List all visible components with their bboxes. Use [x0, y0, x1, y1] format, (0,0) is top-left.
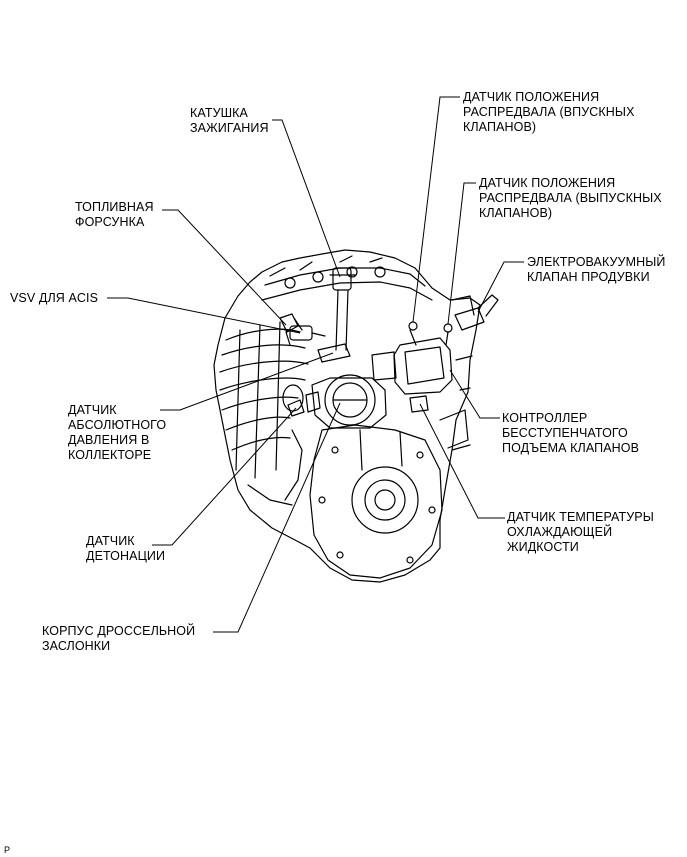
leader-fuel-injector: [162, 209, 287, 326]
leader-throttle-body: [213, 402, 341, 633]
label-cam-sensor-exhaust: ДАТЧИК ПОЛОЖЕНИЯ РАСПРЕДВАЛА (ВЫПУСКНЫХ …: [479, 176, 662, 220]
leader-lines: [107, 96, 524, 633]
label-coolant-temp-sensor: ДАТЧИК ТЕМПЕРАТУРЫ ОХЛАЖДАЮЩЕЙ ЖИДКОСТИ: [507, 510, 654, 554]
leader-knock-sensor: [152, 407, 297, 546]
leader-cam-sensor-intake: [412, 96, 460, 323]
leader-ignition-coil: [272, 119, 341, 278]
label-purge-vsv: ЭЛЕКТРОВАКУУМНЫЙ КЛАПАН ПРОДУВКИ: [527, 255, 666, 284]
label-valvematic-controller: КОНТРОЛЛЕР БЕССТУПЕНЧАТОГО ПОДЪЕМА КЛАПА…: [502, 411, 640, 455]
label-cam-sensor-intake: ДАТЧИК ПОЛОЖЕНИЯ РАСПРЕДВАЛА (ВПУСКНЫХ К…: [463, 90, 635, 134]
label-knock-sensor: ДАТЧИК ДЕТОНАЦИИ: [86, 534, 166, 563]
leader-map-sensor: [160, 352, 334, 411]
label-fuel-injector: ТОПЛИВНАЯ ФОРСУНКА: [75, 200, 154, 229]
leader-valvematic-controller: [449, 369, 500, 419]
label-vsv-acis: VSV ДЛЯ ACIS: [10, 291, 99, 305]
leader-cam-sensor-exhaust: [447, 182, 476, 325]
leader-purge-vsv: [477, 261, 524, 313]
corner-mark: P: [4, 845, 11, 855]
leader-coolant-temp-sensor: [419, 403, 505, 519]
label-map-sensor: ДАТЧИК АБСОЛЮТНОГО ДАВЛЕНИЯ В КОЛЛЕКТОРЕ: [68, 403, 167, 462]
label-throttle-body: КОРПУС ДРОССЕЛЬНОЙ ЗАСЛОНКИ: [42, 624, 196, 653]
leader-vsv-acis: [107, 297, 301, 334]
engine-illustration: [213, 249, 499, 583]
label-ignition-coil: КАТУШКА ЗАЖИГАНИЯ: [190, 106, 269, 135]
